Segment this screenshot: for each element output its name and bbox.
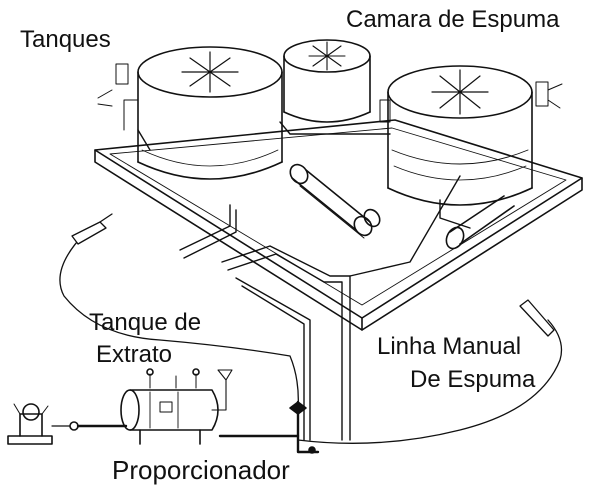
label-proporcionador: Proporcionador [112, 455, 290, 485]
tank-right [379, 65, 563, 206]
label-tanque-de-extrato-line1: Tanque de [89, 309, 202, 336]
label-camara-de-espuma: Camara de Espuma [346, 6, 560, 33]
tank-middle [283, 39, 371, 123]
tank-left [97, 46, 283, 180]
pump-unit [7, 403, 79, 445]
proportioner-equipment [120, 368, 233, 445]
label-linha-manual-line2: De Espuma [410, 366, 536, 393]
foam-cylinders [289, 163, 515, 250]
supply-line [76, 400, 320, 454]
containment-platform [94, 119, 583, 331]
hose-lines [59, 213, 563, 444]
piping [137, 121, 471, 441]
label-linha-manual-line1: Linha Manual [377, 333, 522, 360]
label-tanque-de-extrato-line2: Extrato [96, 341, 173, 368]
label-tanques: Tanques [20, 26, 111, 53]
